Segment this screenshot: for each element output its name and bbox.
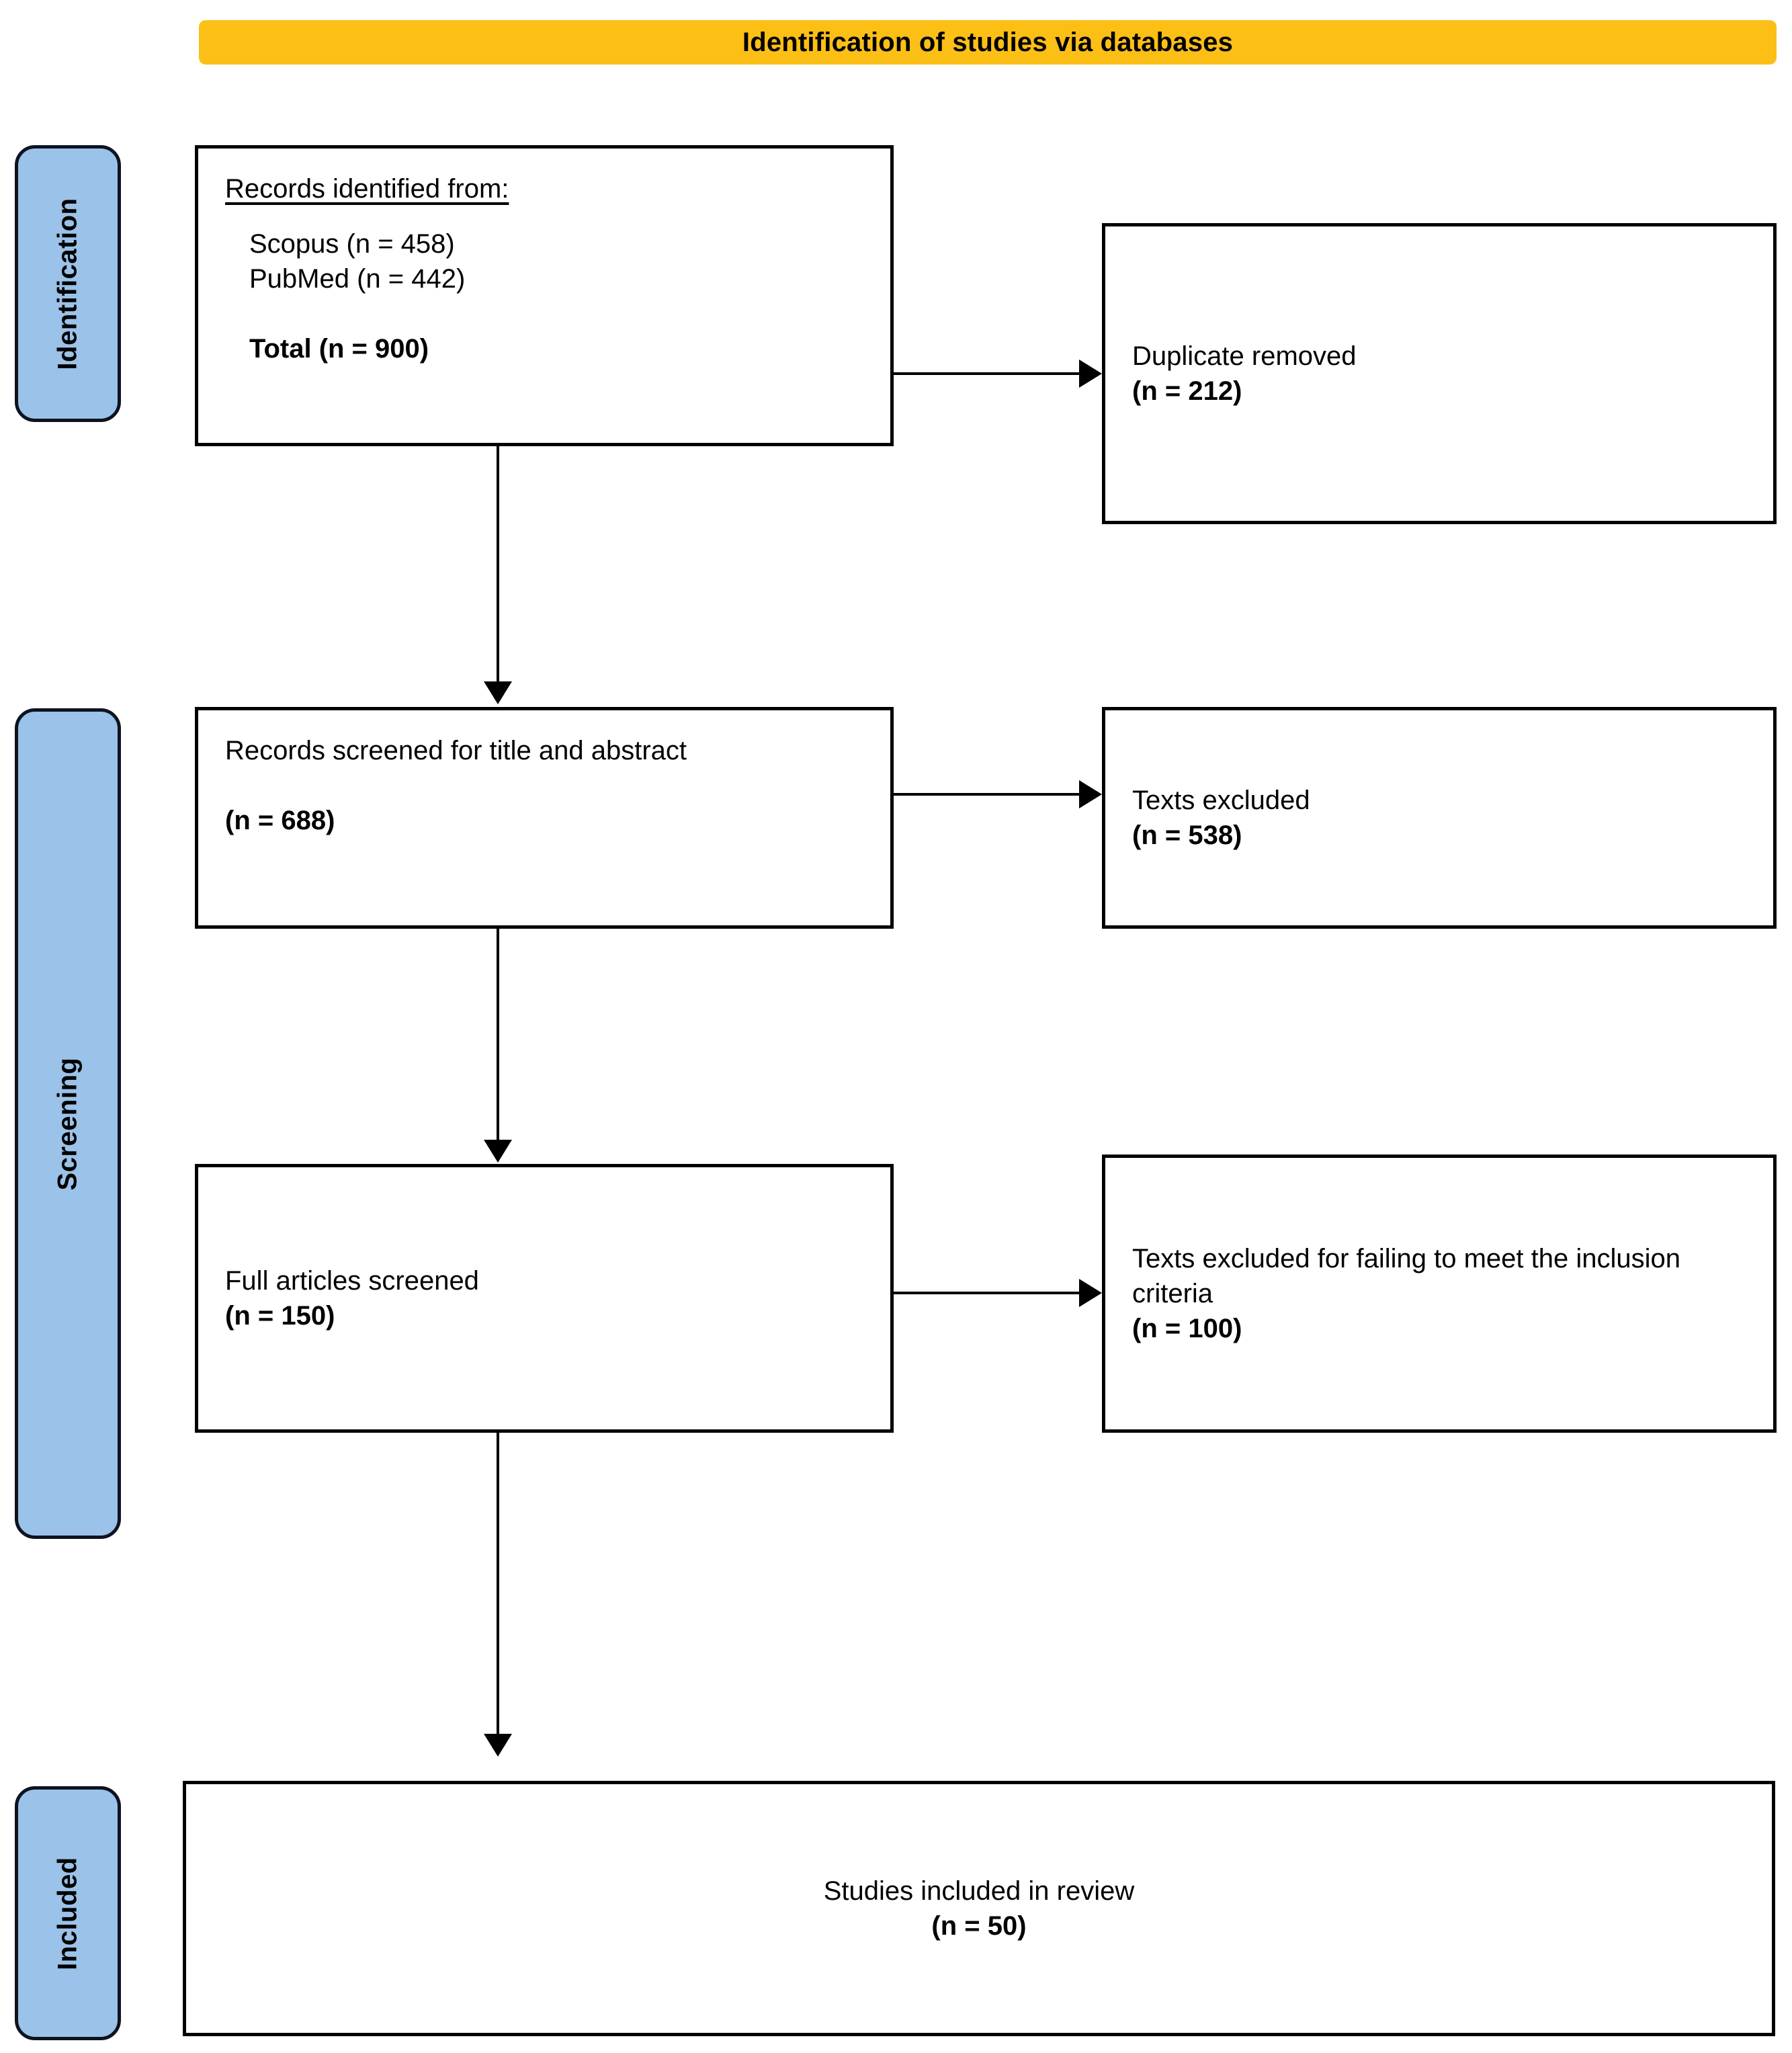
arrow-head-icon [484,1734,512,1757]
stage-label-identification: Identification [15,145,121,422]
texts-excluded-count: (n = 538) [1132,821,1242,850]
arrow-line [497,1433,499,1736]
stage-label-included-text: Included [52,1856,83,1970]
arrow-line [894,1292,1080,1294]
full-articles-count: (n = 150) [225,1301,335,1331]
stage-label-identification-text: Identification [52,198,83,370]
duplicate-removed-label: Duplicate removed [1132,341,1357,371]
studies-included-label: Studies included in review [823,1876,1135,1906]
box-studies-included: Studies included in review (n = 50) [183,1781,1775,2036]
texts-excluded-label: Texts excluded [1132,786,1310,815]
arrow-head-icon [484,1140,512,1163]
spacer [225,768,863,803]
full-articles-label: Full articles screened [225,1266,479,1296]
stage-label-screening-text: Screening [52,1057,83,1190]
arrow-line [894,793,1080,796]
arrow-line [497,446,499,684]
records-identified-total: Total (n = 900) [249,334,429,364]
box-records-identified: Records identified from: Scopus (n = 458… [195,145,894,446]
box-full-articles-screened: Full articles screened (n = 150) [195,1164,894,1433]
records-identified-heading: Records identified from: [225,174,509,204]
arrow-head-icon [1079,1279,1102,1307]
spacer [225,296,863,331]
page-title: Identification of studies via databases [742,27,1234,57]
duplicate-removed-count: (n = 212) [1132,376,1242,406]
stage-label-screening: Screening [15,708,121,1539]
studies-included-count: (n = 50) [931,1911,1027,1941]
records-identified-source-pubmed: PubMed (n = 442) [249,264,466,294]
box-duplicate-removed: Duplicate removed (n = 212) [1102,223,1777,524]
stage-label-included: Included [15,1786,121,2040]
box-texts-excluded: Texts excluded (n = 538) [1102,707,1777,929]
arrow-line [497,929,499,1142]
header-banner: Identification of studies via databases [199,20,1777,65]
arrow-line [894,372,1080,375]
box-records-screened: Records screened for title and abstract … [195,707,894,929]
arrow-head-icon [484,681,512,704]
box-texts-excluded-criteria: Texts excluded for failing to meet the i… [1102,1155,1777,1433]
texts-excluded-criteria-count: (n = 100) [1132,1314,1242,1343]
records-screened-label: Records screened for title and abstract [225,736,687,765]
records-screened-count: (n = 688) [225,806,335,835]
arrow-head-icon [1079,360,1102,388]
arrow-head-icon [1079,780,1102,808]
records-identified-source-scopus: Scopus (n = 458) [249,229,455,259]
texts-excluded-criteria-label: Texts excluded for failing to meet the i… [1132,1244,1689,1308]
spacer [225,206,863,226]
